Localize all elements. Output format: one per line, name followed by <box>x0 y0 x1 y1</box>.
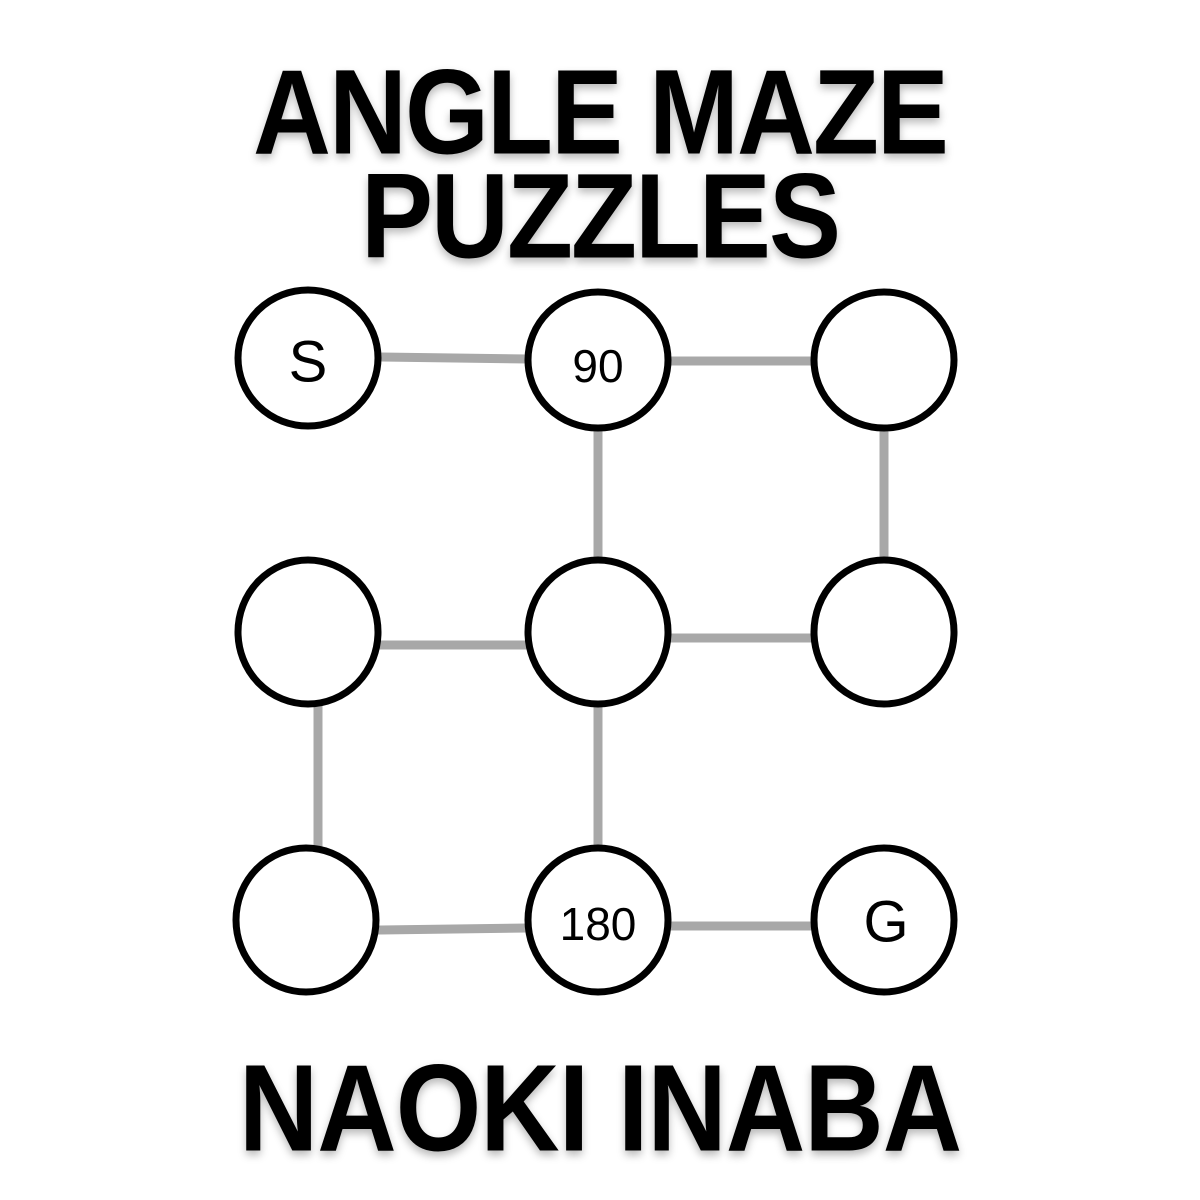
author-name: NAOKI INABA <box>238 1039 962 1178</box>
node-r1c2 <box>810 556 958 708</box>
angle-label-90: 90 <box>572 340 623 392</box>
start-node: S <box>234 286 382 430</box>
node-r0c2 <box>810 288 958 432</box>
angle-label-180: 180 <box>560 898 637 950</box>
goal-node: G <box>810 844 958 996</box>
maze-edges <box>313 352 889 935</box>
node-180: 180 <box>524 844 672 996</box>
node-r1c0 <box>234 556 382 708</box>
maze-nodes: S 90 180 <box>232 286 958 996</box>
node-r1c1 <box>524 556 672 708</box>
title-line-1: ANGLE MAZE <box>253 43 949 180</box>
edge-r2c0-r2c1 <box>377 923 529 935</box>
edge-r0c0-r0c1 <box>377 352 529 364</box>
goal-label: G <box>863 890 908 955</box>
start-label: S <box>289 330 328 395</box>
title-line-2: PUZZLES <box>360 147 841 284</box>
node-90: 90 <box>524 288 672 432</box>
node-r2c0 <box>232 844 380 996</box>
